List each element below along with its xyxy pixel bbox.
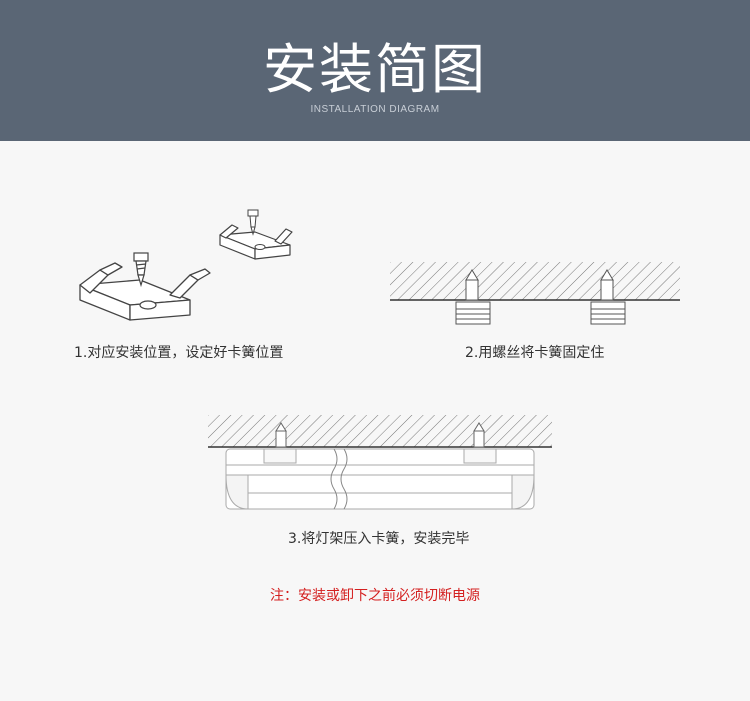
step-2-label: 2.用螺丝将卡簧固定住 — [465, 345, 605, 361]
page-title: 安装简图 — [263, 38, 487, 101]
safety-note: 注：安装或卸下之前必须切断电源 — [270, 588, 480, 604]
step-1-label: 1.对应安装位置，设定好卡簧位置 — [74, 345, 284, 361]
header-banner: 安装简图 INSTALLATION DIAGRAM — [0, 0, 750, 141]
clip-illustration — [79, 209, 293, 321]
screw-illustration — [390, 262, 680, 325]
fixture-illustration — [208, 415, 552, 510]
page-subtitle: INSTALLATION DIAGRAM — [310, 104, 440, 115]
step-3-label: 3.将灯架压入卡簧，安装完毕 — [288, 531, 470, 547]
